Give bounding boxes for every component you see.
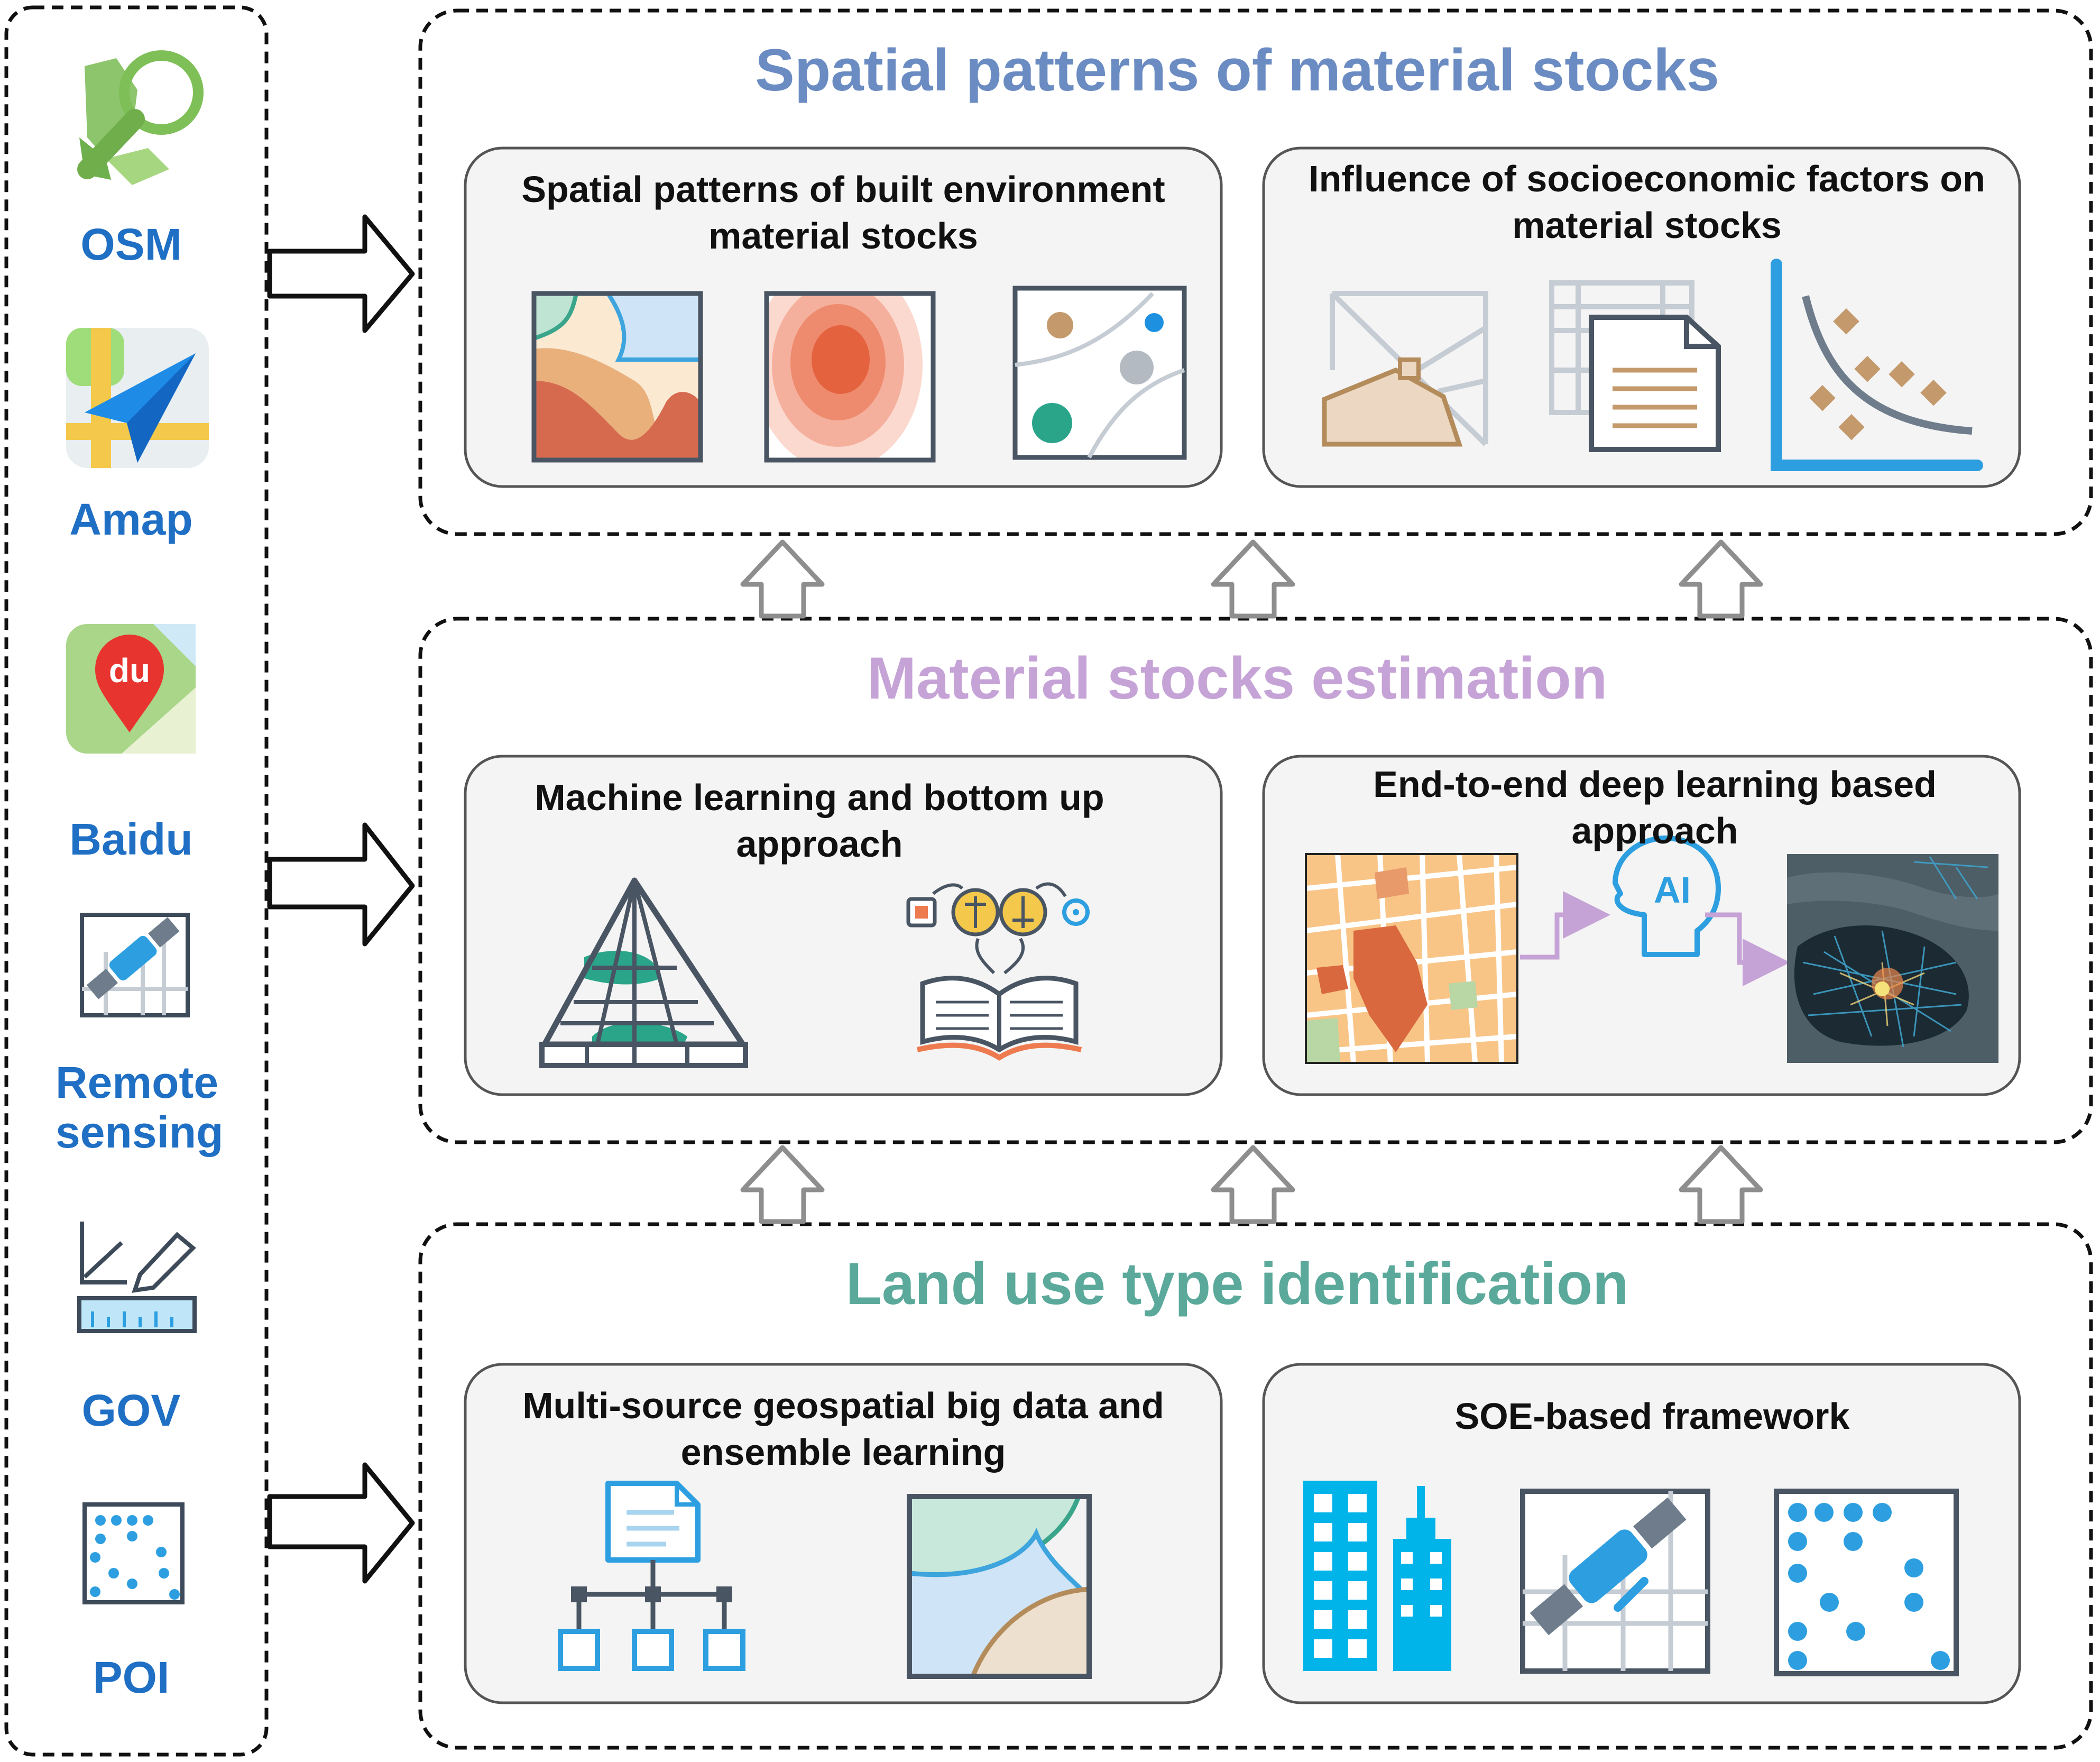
amap-navigation-icon [66,328,209,468]
source-label-osm: OSM [80,219,182,269]
source-label-remote-sensing: Remote sensing [56,1058,224,1158]
flow-arrow-1 [1520,891,1610,960]
source-label-gov: GOV [81,1385,181,1435]
poi-dots-icon [82,1502,185,1604]
baidu-du-text: du [109,651,150,690]
point-map-icon [1012,286,1187,460]
up-arrow-4 [740,1145,825,1224]
sources-panel [4,5,269,1757]
box-title-estimation-1: Machine learning and bottom up approach [535,777,1104,865]
contour-map-icon [534,293,701,460]
spatial-section-panel [418,8,2093,536]
up-arrow-2 [1211,539,1295,619]
box-title-spatial-1: Spatial patterns of built environment ma… [521,169,1165,256]
flow-arrow-2 [1705,912,1790,986]
night-light-map-image [1787,854,1998,1063]
up-arrow-1 [740,539,825,619]
source-arrow-middle [267,822,415,947]
estimation-section-panel [418,617,2093,1144]
document-table-icon [1549,280,1721,452]
box-title-landuse-2: SOE-based framework [1454,1396,1850,1437]
source-label-baidu: Baidu [69,814,193,864]
parcel-map-icon [1322,291,1488,447]
heatmap-icon [767,293,933,460]
source-label-amap: Amap [69,494,193,544]
pyramid-grid-icon [539,877,748,1068]
box-title-estimation-2: End-to-end deep learning based approach [1373,764,1937,851]
baidu-map-pin-icon: du [66,624,196,754]
section-title-spatial: Spatial patterns of material stocks [755,37,1719,103]
source-label-poi: POI [93,1653,170,1702]
box-title-landuse-1: Multi-source geospatial big data and ens… [522,1385,1164,1473]
ai-icon-text: AI [1654,869,1691,911]
up-arrow-3 [1679,539,1763,619]
scatter-curve-icon [1771,259,1983,471]
up-arrow-6 [1679,1145,1763,1224]
section-title-estimation: Material stocks estimation [867,645,1608,711]
land-zone-map-icon [909,1497,1089,1676]
brain-book-icon [906,882,1090,1061]
source-arrow-top [267,214,415,333]
satellite-grid-icon [1520,1489,1710,1674]
chart-ruler-pencil-icon [77,1222,197,1333]
up-arrow-5 [1211,1145,1295,1224]
hierarchy-document-icon [558,1481,745,1671]
box-title-spatial-2: Influence of socioeconomic factors on ma… [1309,158,1985,246]
osm-map-search-icon [77,50,204,185]
satellite-icon [80,913,190,1017]
landuse-section-panel [418,1222,2093,1750]
section-title-landuse: Land use type identification [845,1251,1629,1317]
urban-map-image [1306,854,1517,1063]
poi-grid-icon [1774,1489,1959,1676]
ai-head-icon: AI [1613,836,1721,957]
buildings-icon [1303,1481,1451,1671]
source-arrow-bottom [267,1462,415,1584]
